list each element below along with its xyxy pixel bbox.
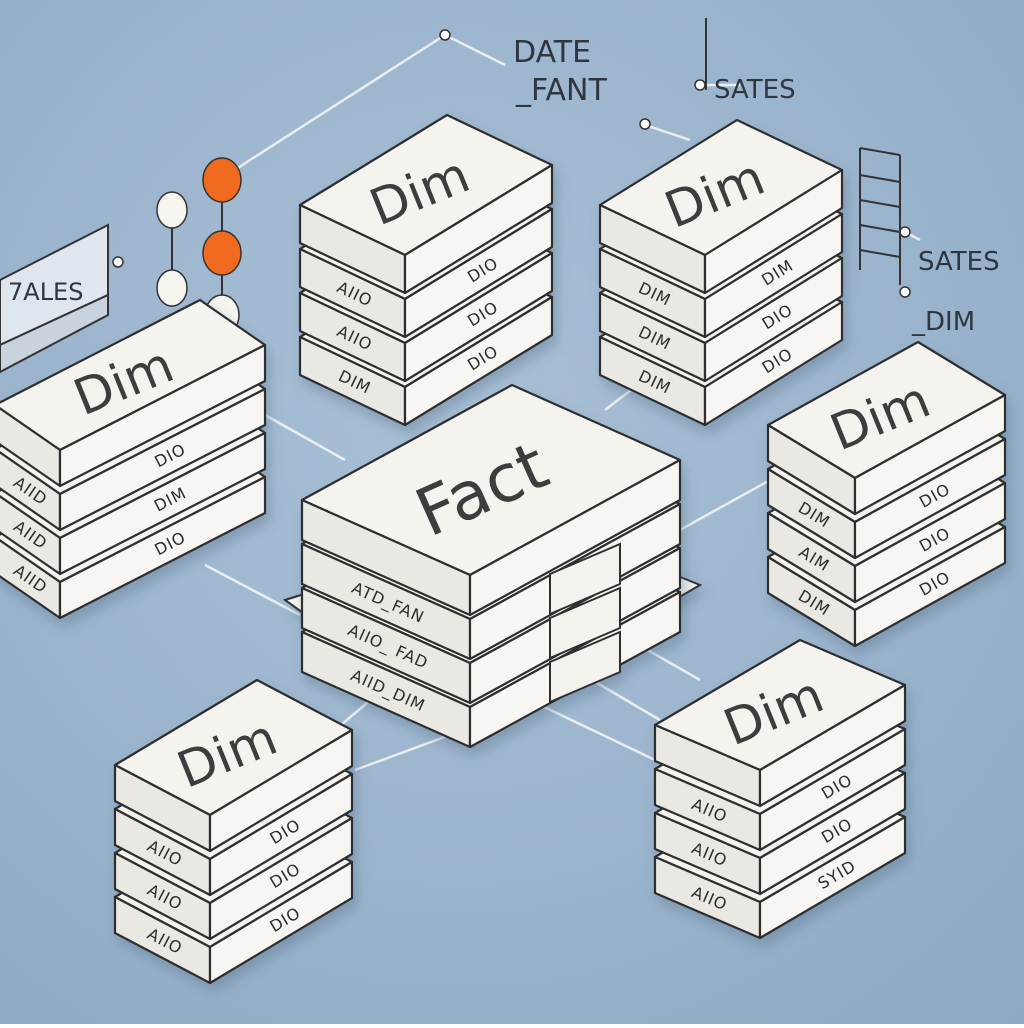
link-fact-right xyxy=(679,478,771,532)
tales-label: 7ALES xyxy=(8,278,83,306)
node-orange-2 xyxy=(202,230,242,276)
table-blocks: DIMDIOAIIODIOAIIODIODimDIMDIODIMDIODIMDI… xyxy=(0,113,1007,985)
dot-sates-right xyxy=(899,226,911,238)
link-fact-bottomright2 xyxy=(539,703,656,762)
annotations: DATE _FANT SATES SATES _DIM xyxy=(513,35,1000,337)
node-white-2 xyxy=(156,269,188,307)
annot-sates-top: SATES xyxy=(714,75,796,105)
leader-fant xyxy=(644,123,691,142)
ruler-right xyxy=(705,18,901,285)
annot-sates-right: SATES xyxy=(918,247,1000,277)
dot-tales xyxy=(112,256,124,268)
tales-panel: 7ALES xyxy=(0,223,109,374)
link-fact-bottomleft xyxy=(354,733,451,772)
link-fact-left xyxy=(264,413,346,462)
node-white-1 xyxy=(156,191,188,229)
annot-dim-right: _DIM xyxy=(911,307,975,337)
link-fact-left-lower xyxy=(204,563,301,617)
annot-date: DATE xyxy=(513,35,591,70)
dot-fant xyxy=(639,118,651,130)
node-orange-1 xyxy=(202,157,242,203)
dot-sates xyxy=(694,79,706,91)
dot-date xyxy=(439,29,451,41)
annot-fant: _FANT xyxy=(515,73,607,108)
dot-dim-right xyxy=(899,286,911,298)
